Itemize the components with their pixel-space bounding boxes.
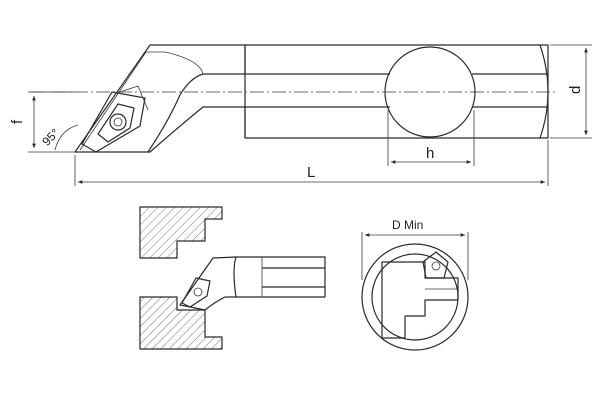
d-min-label: D Min <box>392 218 423 232</box>
head-bevel-line <box>79 51 165 151</box>
bore-insert <box>181 277 211 308</box>
head-curve-line <box>164 51 204 75</box>
bore-section-view <box>139 206 326 350</box>
toolholder-head-outline <box>74 44 246 153</box>
h-label: h <box>426 145 434 162</box>
workpiece-upper-section <box>139 206 223 259</box>
main-side-view <box>30 44 555 153</box>
insert-screw <box>109 113 127 131</box>
main-dimensions: f 95° L h d <box>9 44 592 186</box>
bore-shank <box>236 256 326 298</box>
workpiece-lower-section <box>139 296 223 350</box>
end-view-screw <box>431 261 441 271</box>
bore-insert-screw <box>193 287 203 297</box>
angle-label: 95° <box>39 126 62 149</box>
insert-rhombus <box>81 91 146 153</box>
shank-end-cap <box>539 44 549 139</box>
L-label: L <box>307 164 315 181</box>
head-lower-outline <box>148 106 246 153</box>
insert-screw-inner <box>113 117 123 127</box>
insert-clamp <box>119 85 149 111</box>
angle-arc <box>54 124 79 151</box>
f-label: f <box>9 119 26 124</box>
insert-inner <box>97 103 135 143</box>
d-label: d <box>567 86 584 94</box>
bore-head <box>179 256 237 311</box>
d-min-view: D Min <box>361 218 469 351</box>
bore-inner-circle <box>371 253 459 341</box>
shank-outline <box>244 44 549 139</box>
bore-outer-circle <box>361 243 469 351</box>
end-view-insert <box>422 251 449 279</box>
